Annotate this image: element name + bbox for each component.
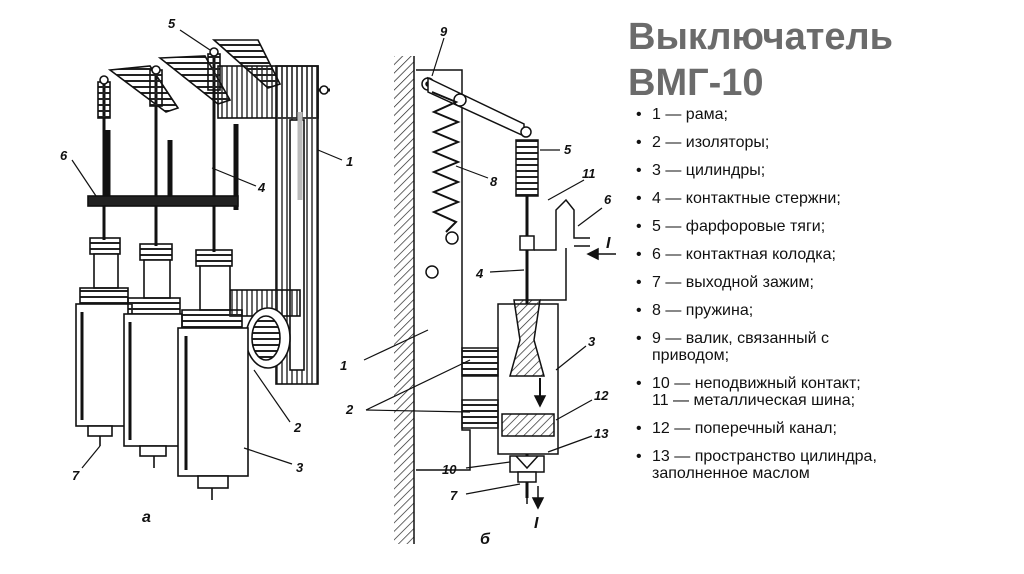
legend-item: • 5 — фарфоровые тяги; — [636, 218, 1016, 235]
legend-text: 6 — контактная колодка; — [652, 246, 836, 263]
insulators-b — [461, 347, 499, 429]
legend-text: приводом; — [652, 347, 730, 364]
callout-b-12: 12 — [594, 388, 609, 403]
legend-text: 11 — металлическая шина; — [652, 392, 856, 409]
bullet-icon: • — [636, 246, 642, 263]
title-line-2: ВМГ-10 — [628, 62, 764, 104]
legend-text: 3 — цилиндры; — [652, 162, 766, 179]
callout-b-11: 11 — [582, 166, 596, 181]
legend-item: • 7 — выходной зажим; — [636, 274, 1016, 291]
callout-lines-b — [363, 37, 603, 495]
legend-item: • 1 — рама; — [636, 106, 1016, 123]
legend-item: • 13 — пространство цилиндра,заполненное … — [636, 448, 1016, 482]
legend-text: 7 — выходной зажим; — [652, 274, 814, 291]
callout-b-6: 6 — [604, 192, 612, 207]
callout-a-2: 2 — [293, 420, 302, 435]
current-out-label: I — [534, 515, 539, 532]
bullet-icon: • — [636, 190, 642, 207]
bus-b — [534, 198, 590, 301]
bullet-icon: • — [636, 274, 642, 291]
callout-a-5: 5 — [168, 16, 176, 31]
callout-b-13: 13 — [594, 426, 609, 441]
bullet-icon: • — [636, 302, 642, 319]
legend-text: 4 — контактные стержни; — [652, 190, 841, 207]
legend-text: заполненное маслом — [652, 465, 810, 482]
legend-text: 8 — пружина; — [652, 302, 754, 319]
insulator-a — [245, 307, 291, 369]
title-line-1: Выключатель — [628, 16, 893, 58]
contact-bar-a — [87, 195, 239, 207]
slide-title: Выключатель ВМГ-10 — [628, 14, 1018, 106]
figure-b-caption: б — [480, 531, 491, 548]
callout-b-10: 10 — [442, 462, 457, 477]
legend-item: • 8 — пружина; — [636, 302, 1016, 319]
legend-text: 5 — фарфоровые тяги; — [652, 218, 826, 235]
callout-b-3: 3 — [588, 334, 596, 349]
legend-item: • 2 — изоляторы; — [636, 134, 1016, 151]
legend-item: • 12 — поперечный канал; — [636, 420, 1016, 437]
legend-item: • 10 — неподвижный контакт;11 — металличе… — [636, 375, 1016, 409]
callout-b-5: 5 — [564, 142, 572, 157]
figure-a — [71, 29, 343, 500]
porcelain-rod-b — [515, 139, 539, 197]
wall-b — [394, 56, 414, 544]
legend-text: 12 — поперечный канал; — [652, 420, 837, 437]
legend-text: 2 — изоляторы; — [652, 134, 770, 151]
bullet-icon: • — [636, 134, 642, 151]
callout-b-8: 8 — [490, 174, 498, 189]
callout-b-9: 9 — [440, 24, 448, 39]
cylinder-b — [497, 299, 559, 473]
bullet-icon: • — [636, 218, 642, 235]
bullet-icon: • — [636, 330, 642, 347]
bullet-icon: • — [636, 375, 642, 392]
callout-a-6: 6 — [60, 148, 68, 163]
legend-text: 10 — неподвижный контакт; — [652, 375, 861, 392]
callout-a-3: 3 — [296, 460, 304, 475]
bullet-icon: • — [636, 420, 642, 437]
callout-b-4: 4 — [475, 266, 484, 281]
legend-text: 1 — рама; — [652, 106, 728, 123]
legend-item: • 3 — цилиндры; — [636, 162, 1016, 179]
lever-b — [421, 76, 532, 138]
legend-text: 9 — валик, связанный с — [652, 330, 829, 347]
callout-b-2: 2 — [345, 402, 354, 417]
contact-rods-a — [97, 47, 239, 252]
frame-b — [416, 69, 471, 471]
callout-a-4: 4 — [257, 180, 266, 195]
callout-a-7: 7 — [72, 468, 80, 483]
diagram-drawings: 1 2 3 4 5 6 7 а — [60, 16, 616, 548]
bullet-icon: • — [636, 162, 642, 179]
legend-list: • 1 — рама; • 2 — изоляторы; • 3 — цилиндры… — [636, 106, 1016, 493]
legend-item: • 6 — контактная колодка; — [636, 246, 1016, 263]
callout-b-1: 1 — [340, 358, 347, 373]
callout-a-1: 1 — [346, 154, 353, 169]
legend-text: 13 — пространство цилиндра, — [652, 448, 877, 465]
callout-lines-a — [71, 29, 343, 469]
cylinders-a — [75, 237, 249, 500]
bullet-icon: • — [636, 448, 642, 465]
bullet-icon: • — [636, 106, 642, 123]
callout-b-7: 7 — [450, 488, 458, 503]
spring-b — [431, 91, 461, 233]
current-in-label: I — [606, 235, 611, 252]
figure-a-caption: а — [142, 509, 151, 526]
figure-b — [363, 37, 616, 544]
legend-item: • 4 — контактные стержни; — [636, 190, 1016, 207]
